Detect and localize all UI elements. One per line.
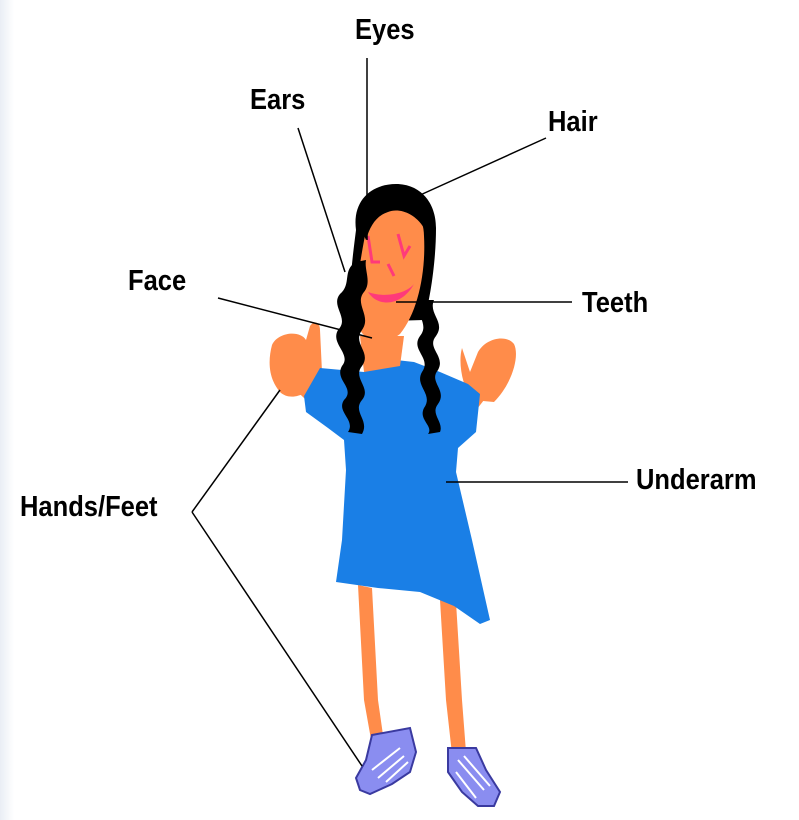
ears-leader-line — [298, 128, 345, 272]
feet-leader-line — [192, 512, 362, 766]
underarm-label: Underarm — [636, 466, 757, 495]
left-shoe — [356, 728, 416, 794]
right-leg — [440, 600, 466, 754]
left-leg — [358, 585, 384, 745]
hands-feet-label: Hands/Feet — [20, 493, 158, 522]
hair-leader-line — [418, 138, 546, 196]
ears-label: Ears — [250, 86, 305, 115]
hair-label: Hair — [548, 108, 598, 137]
teeth-label: Teeth — [582, 289, 648, 318]
eyes-label: Eyes — [355, 16, 415, 45]
face-label: Face — [128, 267, 186, 296]
right-shoe — [448, 748, 500, 806]
hands-leader-line — [192, 390, 280, 512]
dress — [304, 360, 490, 624]
